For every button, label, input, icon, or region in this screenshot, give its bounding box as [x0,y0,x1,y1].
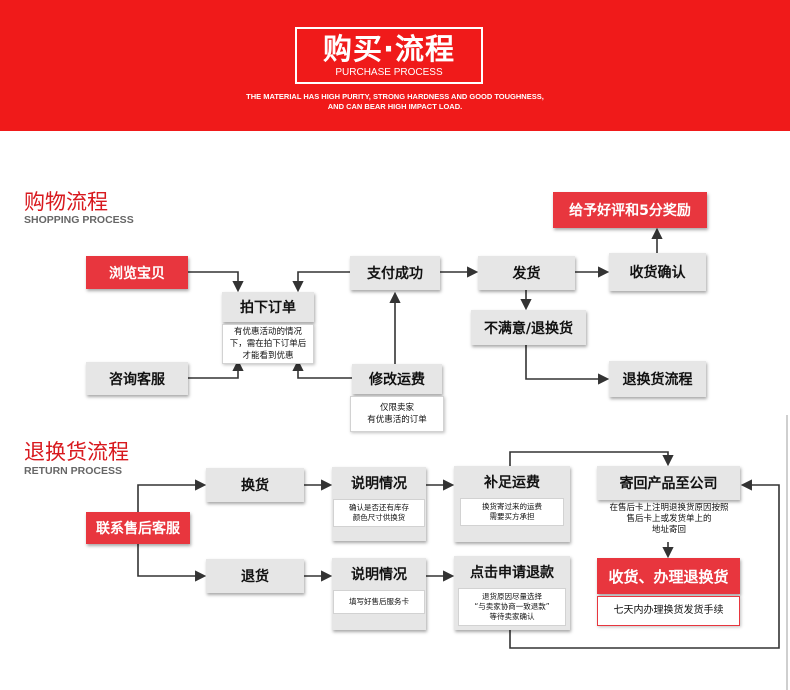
extra-fee-label: 补足运费 [484,475,540,491]
page-title-en: PURCHASE PROCESS [335,67,443,78]
apply-refund-step: 点击申请退款 退货原因尽量选择 “与卖家协商一致退款” 等待卖家确认 [454,556,570,630]
extra-fee-note: 换货寄过来的运费 需要买方承担 [460,498,564,526]
explain-refund-step: 说明情况 填写好售后服务卡 [332,558,426,630]
shopping-section-title: 购物流程 [24,190,108,214]
explain-exchange-note-line-1: 确认是否还有库存 [349,503,409,512]
final-step: 收货、办理退换货 [597,558,740,594]
send-back-note-line-3: 地址寄回 [651,525,686,535]
explain-exchange-note: 确认是否还有库存 颜色尺寸供换货 [333,499,425,527]
explain-exchange-label: 说明情况 [351,476,407,492]
rating-step: 给予好评和5分奖励 [553,192,707,228]
subtitle-line-2: AND CAN BEAR HIGH IMPACT LOAD. [327,102,463,111]
modify-fee-note-line-1: 仅限卖家 [379,403,414,413]
extra-fee-note-line-1: 换货寄过来的运费 [482,502,542,511]
subtitle-line-1: THE MATERIAL HAS HIGH PURITY, STRONG HAR… [246,92,544,101]
place-order-step: 拍下订单 [222,292,314,322]
extra-fee-note-line-2: 需要买方承担 [489,512,535,521]
exchange-step: 换货 [206,468,304,502]
explain-exchange-step: 说明情况 确认是否还有库存 颜色尺寸供换货 [332,467,426,541]
apply-refund-note-line-1: 退货原因尽量选择 [482,592,542,601]
apply-refund-note-line-3: 等待卖家确认 [489,612,535,621]
receive-step: 收货确认 [609,253,706,291]
browse-step: 浏览宝贝 [86,256,188,289]
place-order-note: 有优惠活动的情况下，需在拍下订单后才能看到优惠 [222,324,314,364]
apply-refund-label: 点击申请退款 [470,565,554,581]
title-box: 购买·流程 PURCHASE PROCESS [295,27,483,84]
unsatisfied-step: 不满意/退换货 [471,310,586,345]
apply-refund-note-line-2: “与卖家协商一致退款” [474,602,550,611]
return-section-title-en: RETURN PROCESS [24,465,123,477]
ship-step: 发货 [478,256,575,290]
apply-refund-note: 退货原因尽量选择 “与卖家协商一致退款” 等待卖家确认 [458,588,566,626]
pay-step: 支付成功 [350,256,440,290]
modify-fee-note-line-2: 有优惠活的订单 [367,415,427,425]
consult-step: 咨询客服 [86,362,188,395]
extra-fee-step: 补足运费 换货寄过来的运费 需要买方承担 [454,466,570,542]
return-flow-step: 退换货流程 [609,361,706,397]
modify-fee-step: 修改运费 [352,364,442,394]
header-banner: 购买·流程 PURCHASE PROCESS THE MATERIAL HAS … [0,0,790,131]
explain-refund-note: 填写好售后服务卡 [333,590,425,614]
send-back-note-line-2: 售后卡上或发货单上的 [626,514,712,524]
shopping-section-title-en: SHOPPING PROCESS [24,214,134,226]
send-back-note: 在售后卡上注明退换货原因按照 售后卡上或发货单上的 地址寄回 [594,503,744,536]
send-back-note-line-1: 在售后卡上注明退换货原因按照 [609,503,729,513]
contact-service-step: 联系售后客服 [86,512,190,544]
return-section-title: 退换货流程 [24,440,129,464]
explain-exchange-note-line-2: 颜色尺寸供换货 [352,513,406,522]
refund-step: 退货 [206,559,304,593]
page-title: 购买·流程 [322,32,456,66]
final-step-note: 七天内办理换货发货手续 [597,596,740,626]
explain-refund-label: 说明情况 [351,567,407,583]
send-back-step: 寄回产品至公司 [597,466,740,500]
modify-fee-note: 仅限卖家 有优惠活的订单 [350,396,444,432]
